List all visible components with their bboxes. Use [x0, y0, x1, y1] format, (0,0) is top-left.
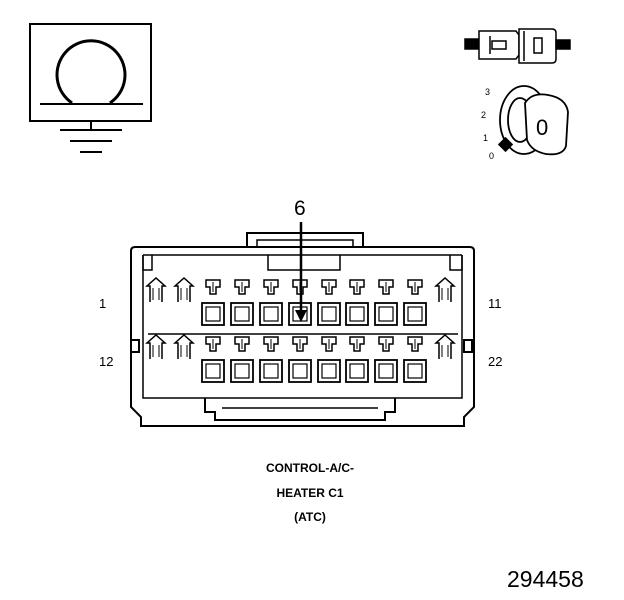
- pin-terminal: [234, 279, 250, 295]
- caption-line-3: (ATC): [294, 510, 326, 524]
- pin-latch: [145, 276, 167, 302]
- callout-arrow: [295, 222, 307, 322]
- pin-cavity: [374, 359, 398, 383]
- pin-cavity: [259, 359, 283, 383]
- caption-line-2: HEATER C1: [276, 486, 344, 500]
- pin-terminal: [378, 336, 394, 352]
- callout-pin-number: 6: [294, 197, 306, 220]
- ignition-position-1: 1: [483, 133, 489, 143]
- connector-body: [130, 232, 475, 427]
- connector-plug-icon: [464, 28, 571, 64]
- pin-terminal: [321, 279, 337, 295]
- pin-terminal: [292, 336, 308, 352]
- ohmmeter-ground-icon: [29, 23, 152, 153]
- pin-cavities: [145, 276, 456, 383]
- pin-cavity: [230, 359, 254, 383]
- pin-terminal: [407, 279, 423, 295]
- pin-terminal: [263, 336, 279, 352]
- pin-latch: [173, 333, 195, 359]
- pin-latch: [434, 276, 456, 302]
- ignition-position-2: 2: [481, 110, 487, 120]
- document-number: 294458: [507, 566, 584, 592]
- pin-terminal: [263, 279, 279, 295]
- caption-line-1: CONTROL-A/C-: [266, 461, 354, 475]
- pin-terminal: [205, 336, 221, 352]
- pin-terminal: [321, 336, 337, 352]
- pin-latch: [434, 333, 456, 359]
- pin-cavity: [259, 302, 283, 326]
- pin-terminal: [234, 336, 250, 352]
- pin-label-11: 11: [488, 296, 502, 311]
- pin-cavity: [403, 359, 427, 383]
- pin-cavity: [201, 359, 225, 383]
- pin-label-1: 1: [99, 296, 107, 311]
- pin-terminal: [407, 336, 423, 352]
- pin-label-12: 12: [99, 354, 114, 369]
- pin-cavity: [288, 359, 312, 383]
- pin-cavity: [374, 302, 398, 326]
- pin-label-22: 22: [488, 354, 503, 369]
- pin-terminal: [349, 279, 365, 295]
- ignition-key-icon: [497, 85, 569, 156]
- ignition-position-0: 0: [489, 151, 495, 161]
- pin-terminal: [378, 279, 394, 295]
- pin-cavity: [345, 302, 369, 326]
- pin-cavity: [230, 302, 254, 326]
- pin-cavity: [317, 302, 341, 326]
- pin-cavity: [403, 302, 427, 326]
- pin-terminal: [205, 279, 221, 295]
- ignition-position-3: 3: [485, 87, 491, 97]
- ignition-key-label: 0: [536, 115, 549, 140]
- pin-latch: [145, 333, 167, 359]
- pin-cavity: [345, 359, 369, 383]
- pin-cavity: [201, 302, 225, 326]
- pin-cavity: [317, 359, 341, 383]
- pin-latch: [173, 276, 195, 302]
- pin-terminal: [349, 336, 365, 352]
